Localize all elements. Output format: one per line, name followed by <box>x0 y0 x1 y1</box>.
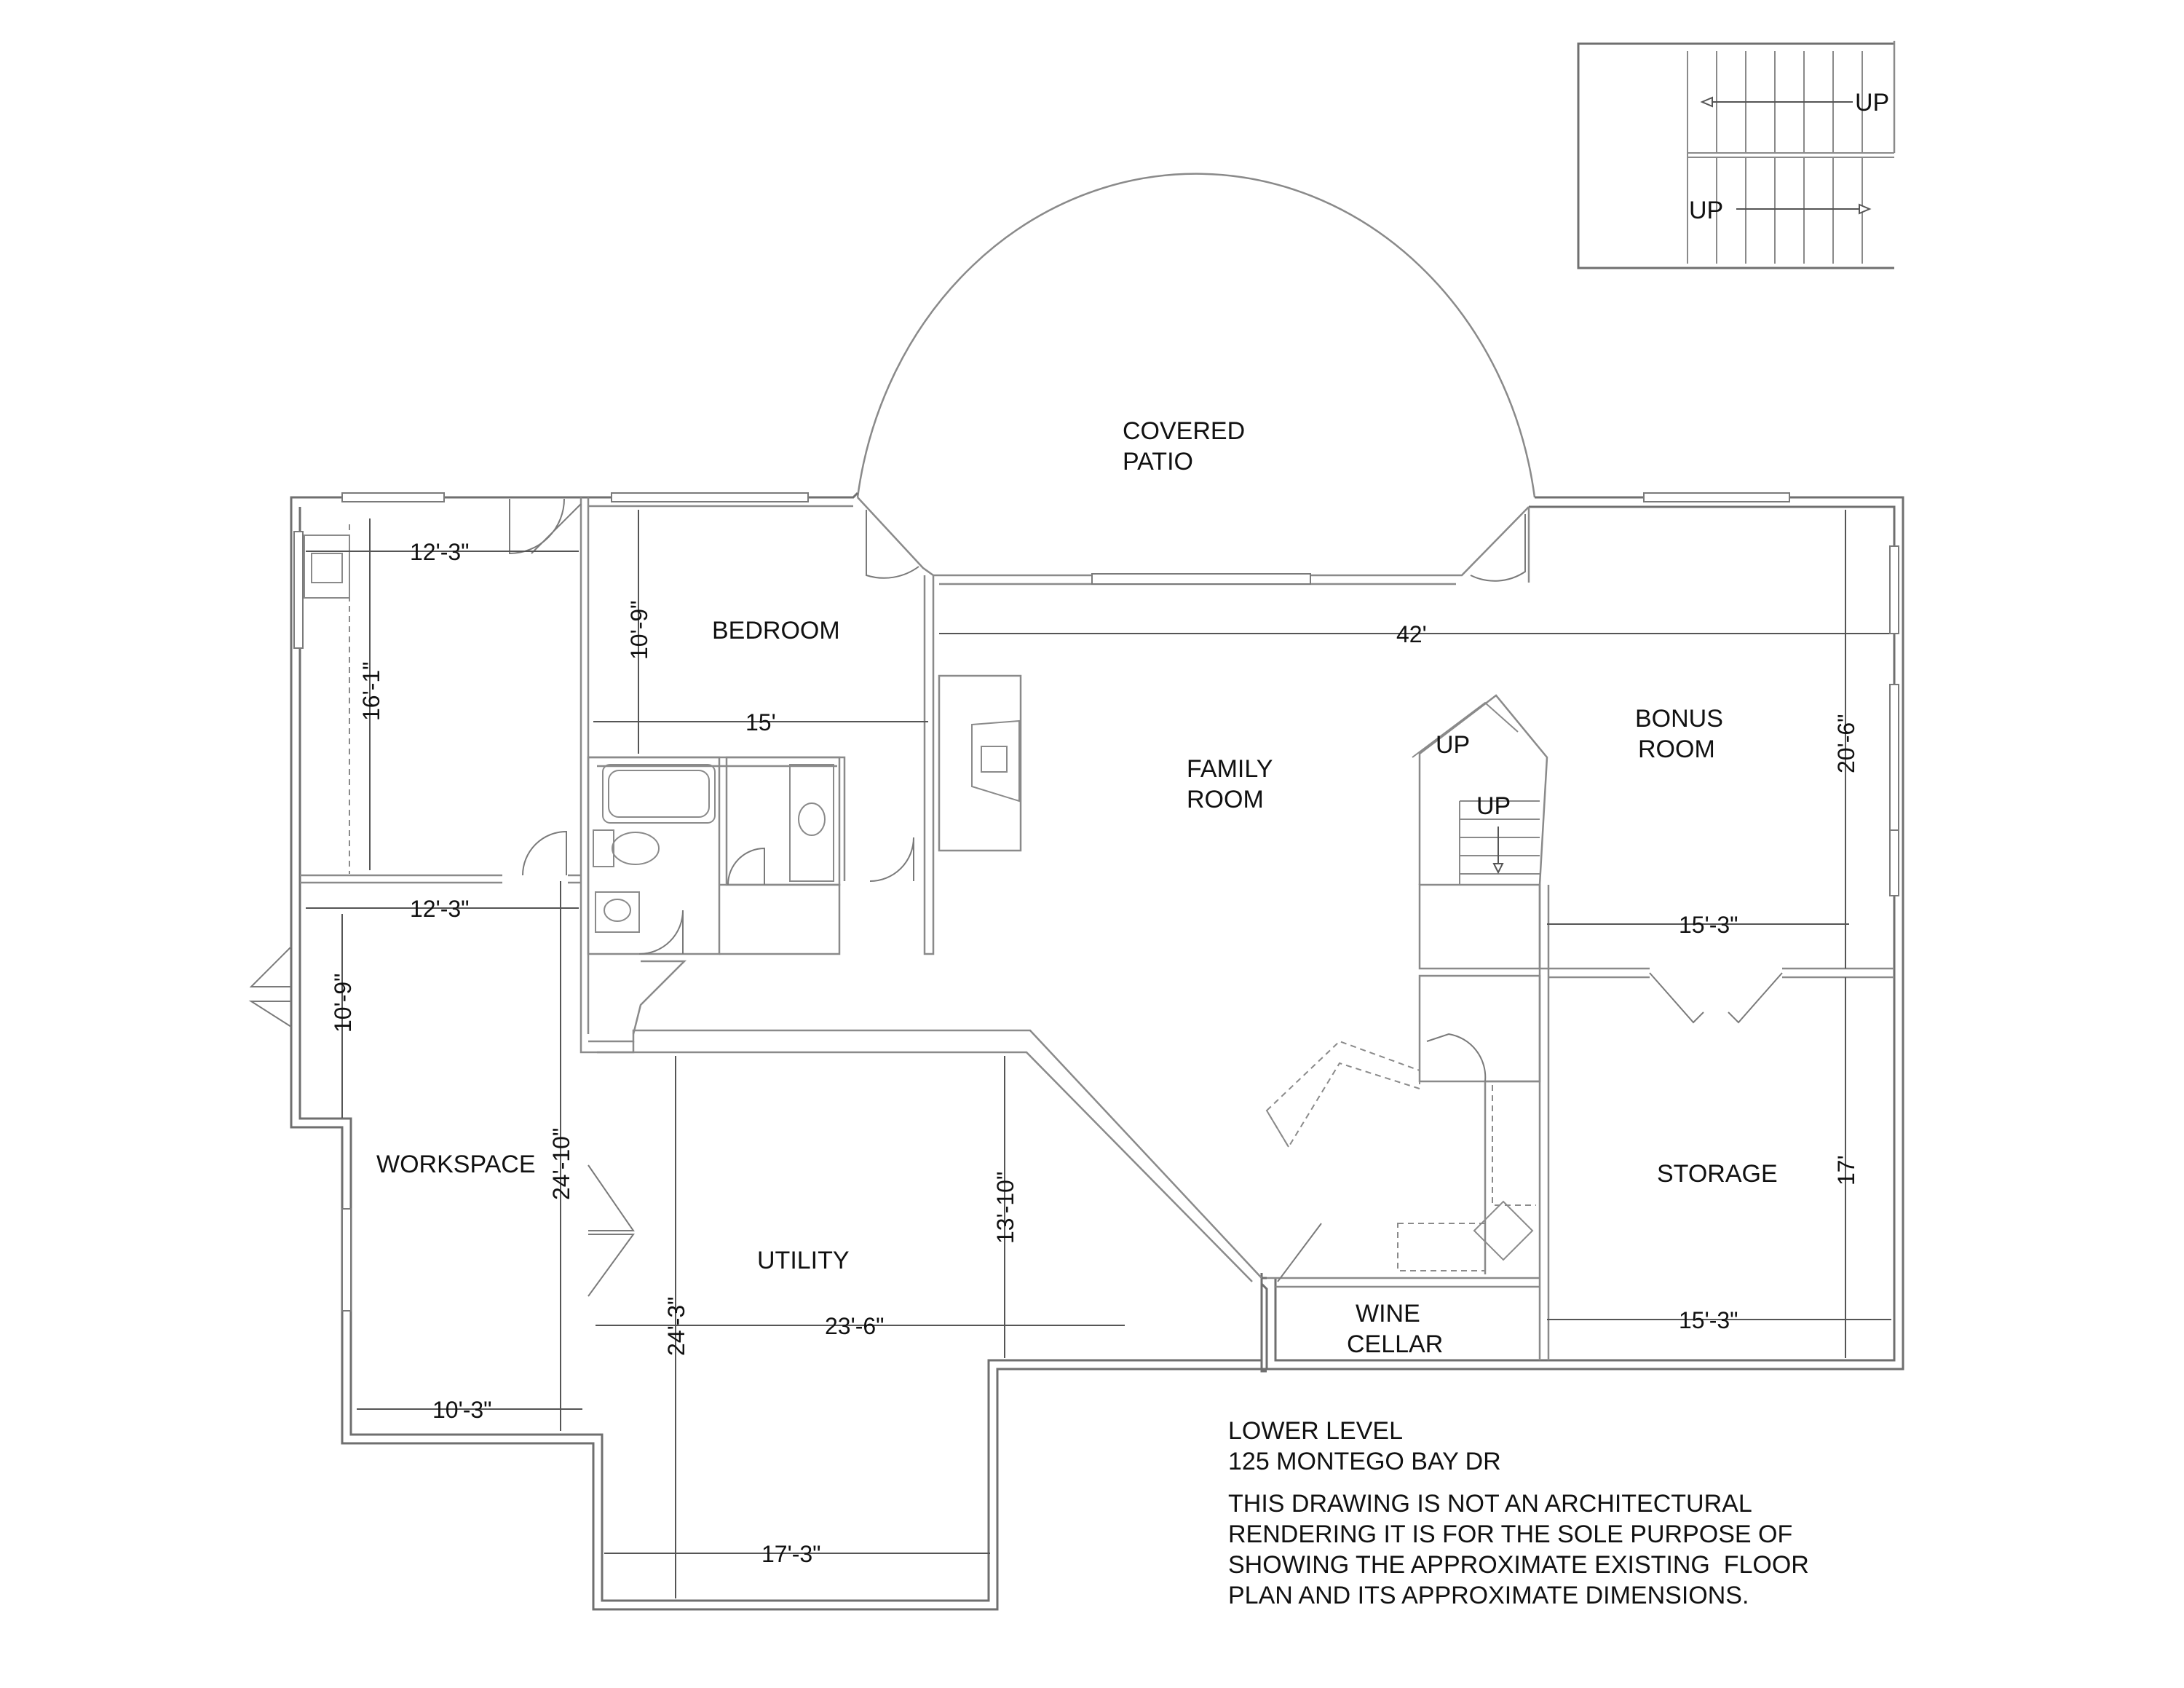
dim-workspace-left-height: 10'-9" <box>330 973 356 1033</box>
stair-up-label-1: UP <box>1436 731 1470 759</box>
covered-patio-label-1: COVERED <box>1123 417 1245 445</box>
bedroom-label: BEDROOM <box>712 617 840 644</box>
main-stairs: UP UP <box>1412 694 1548 1083</box>
covered-patio: COVERED PATIO <box>856 173 1536 498</box>
dim-bonus-room-width: 15'-3" <box>1679 912 1738 938</box>
utility-label: UTILITY <box>757 1247 850 1274</box>
disclaimer-line-4: PLAN AND ITS APPROXIMATE DIMENSIONS. <box>1228 1582 1749 1609</box>
family-room-label-1: FAMILY <box>1187 755 1273 783</box>
bonus-storage-walls: BONUS ROOM STORAGE <box>1538 705 1894 1360</box>
dim-workspace-top-width: 12'-3" <box>410 539 470 565</box>
fireplace <box>938 674 1022 852</box>
dim-utility-left-height: 24'-3" <box>663 1296 689 1356</box>
dim-workspace-mid-width: 12'-3" <box>410 896 470 922</box>
disclaimer-line-2: RENDERING IT IS FOR THE SOLE PURPOSE OF <box>1228 1521 1792 1548</box>
dim-utility-width: 23'-6" <box>825 1313 885 1339</box>
dim-bonus-room-height: 20'-6" <box>1833 714 1859 773</box>
covered-patio-label-2: PATIO <box>1123 448 1193 476</box>
disclaimer-line-3: SHOWING THE APPROXIMATE EXISTING FLOOR <box>1228 1551 1809 1579</box>
bonus-room-label-2: ROOM <box>1638 735 1715 763</box>
wine-cellar-label-1: WINE <box>1356 1300 1420 1328</box>
dim-bedroom-width: 15' <box>745 709 776 735</box>
patio-doors <box>933 506 1530 585</box>
dim-storage-height: 17' <box>1833 1155 1859 1186</box>
stair-treads-bottom <box>1716 157 1863 264</box>
bonus-room-label-1: BONUS <box>1635 705 1723 733</box>
stair-up-label-bottom: UP <box>1689 197 1723 224</box>
storage-label: STORAGE <box>1657 1160 1778 1188</box>
workspace-label: WORKSPACE <box>376 1151 536 1178</box>
stair-up-label-top: UP <box>1855 89 1889 117</box>
dim-utility-bottom-width: 17'-3" <box>761 1541 821 1567</box>
disclaimer-line-1: THIS DRAWING IS NOT AN ARCHITECTURAL <box>1228 1490 1752 1518</box>
dimension-labels: 12'-3" 16'-1" 12'-3" 10'-9" 24'-10" 10'-… <box>330 539 1859 1567</box>
bedroom: BEDROOM <box>587 497 935 955</box>
address: 125 MONTEGO BAY DR <box>1228 1448 1501 1475</box>
dim-workspace-upper-height: 16'-1" <box>358 661 384 721</box>
utility-room: UTILITY <box>588 1029 1262 1282</box>
dim-workspace-total-height: 24'-10" <box>548 1128 574 1200</box>
dim-utility-right-height: 13'-10" <box>992 1172 1018 1244</box>
stair-up-label-2: UP <box>1476 792 1511 820</box>
drawing-notes: LOWER LEVEL 125 MONTEGO BAY DR THIS DRAW… <box>1228 1417 1809 1609</box>
windows <box>293 492 1899 1312</box>
family-room-label-2: ROOM <box>1187 786 1264 813</box>
dim-family-room-width: 42' <box>1396 621 1427 647</box>
dimension-lines <box>306 510 1891 1598</box>
wine-cellar-label-2: CELLAR <box>1347 1330 1443 1358</box>
bathroom <box>587 756 841 1035</box>
stair-inset: UP UP <box>1577 41 1896 269</box>
dim-bedroom-height: 10'-9" <box>626 600 652 660</box>
wine-cellar: WINE CELLAR <box>1265 1033 1540 1358</box>
exterior-walls <box>290 492 1904 1611</box>
dim-workspace-bottom-width: 10'-3" <box>432 1397 492 1423</box>
dim-storage-width: 15'-3" <box>1679 1307 1738 1333</box>
level-title: LOWER LEVEL <box>1228 1417 1403 1445</box>
